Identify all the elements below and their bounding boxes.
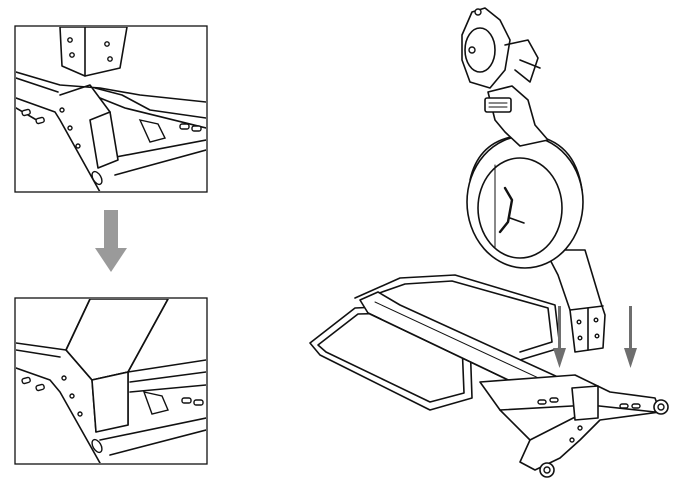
base-frame	[16, 71, 206, 191]
base-frame-main	[479, 374, 669, 478]
inset-after	[14, 297, 208, 465]
base-frame-installed	[16, 342, 206, 463]
monitor-head	[461, 7, 541, 89]
front-wheel	[539, 462, 555, 478]
upright-post	[59, 27, 128, 77]
install-direction-arrow-right	[624, 306, 637, 368]
transition-arrow-down	[95, 210, 127, 272]
machine-assembly	[309, 7, 669, 478]
console-arm	[484, 85, 549, 147]
rear-wheel	[653, 399, 669, 415]
install-direction-arrow-left	[553, 306, 566, 368]
inset-before	[14, 25, 208, 193]
flywheel-housing	[466, 134, 584, 269]
upright-column	[544, 249, 606, 353]
